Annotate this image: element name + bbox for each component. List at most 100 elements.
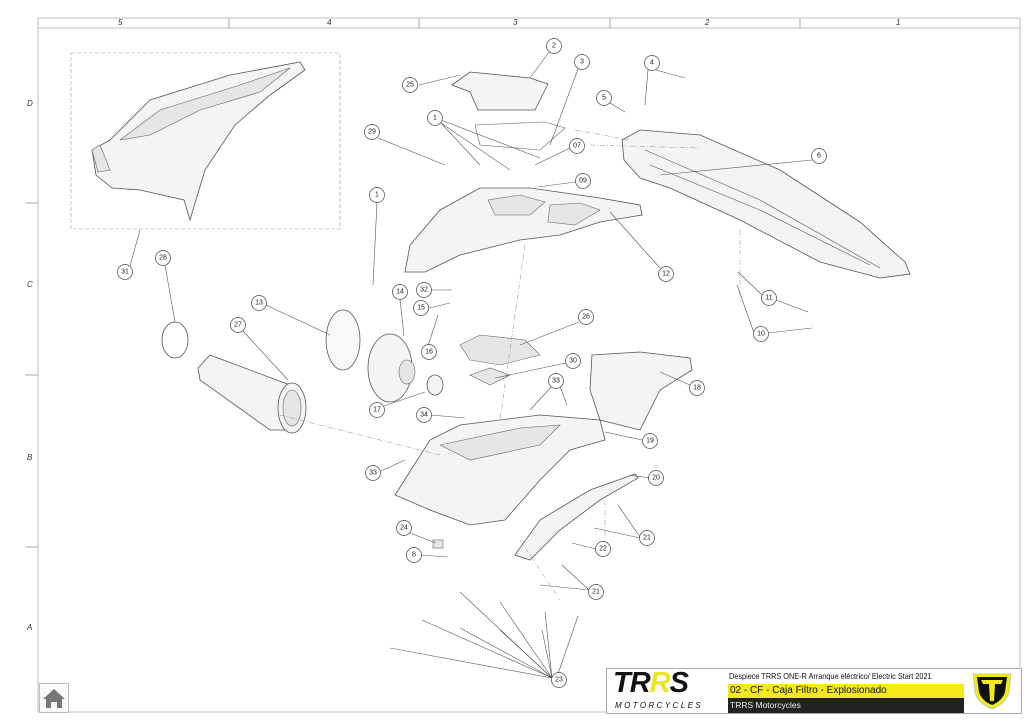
callout-32: 32 [416, 282, 432, 298]
callout-number: 07 [573, 143, 581, 150]
callout-circle [117, 264, 133, 280]
callout-circle [588, 584, 604, 600]
callout-circle [595, 541, 611, 557]
trrs-shield-icon [972, 673, 1012, 710]
callout-circle [578, 309, 594, 325]
callout-circle [753, 326, 769, 342]
callout-circle [230, 317, 246, 333]
callout-circle [155, 250, 171, 266]
part-27 [197, 354, 307, 434]
callout-circle [402, 77, 418, 93]
trrs-logo: TRRS MOTORCYCLES [607, 669, 727, 713]
part-2 [451, 71, 549, 111]
callout-circle [421, 344, 437, 360]
callout-circle [548, 373, 564, 389]
callout-13: 13 [251, 295, 267, 311]
callout-number: 20 [652, 475, 660, 482]
callout-07: 07 [569, 138, 585, 154]
part-24 [432, 539, 444, 549]
callout-number: 1 [433, 115, 437, 122]
callout-circle [596, 90, 612, 106]
callout-09: 09 [575, 173, 591, 189]
callout-8: 8 [406, 547, 422, 563]
callout-34: 34 [416, 407, 432, 423]
callout-number: 29 [368, 129, 376, 136]
callout-19: 19 [642, 433, 658, 449]
callout-30: 30 [565, 353, 581, 369]
callout-circle [574, 54, 590, 70]
callout-20: 20 [648, 470, 664, 486]
callout-number: 1 [375, 192, 379, 199]
callout-12: 12 [658, 266, 674, 282]
callout-number: 33 [369, 470, 377, 477]
callout-1: 1 [427, 110, 443, 126]
callout-5: 5 [596, 90, 612, 106]
part-26 [459, 334, 541, 366]
sheet-title: 02 - CF - Caja Filtro - Explosionado [728, 684, 964, 698]
callout-17: 17 [369, 402, 385, 418]
part-19 [394, 414, 606, 526]
home-icon [43, 689, 65, 708]
grid-column-label: 3 [513, 18, 518, 27]
callout-circle [396, 520, 412, 536]
callout-25: 25 [402, 77, 418, 93]
callout-number: 09 [579, 178, 587, 185]
callout-circle [644, 55, 660, 71]
callout-10: 10 [753, 326, 769, 342]
callout-27: 27 [230, 317, 246, 333]
callout-11: 11 [761, 290, 777, 306]
part-20 [514, 473, 639, 561]
callout-number: 22 [599, 546, 607, 553]
callout-number: 33 [552, 378, 560, 385]
callout-circle [406, 547, 422, 563]
callout-number: 4 [650, 60, 654, 67]
callout-number: 23 [555, 677, 563, 684]
callout-number: 13 [255, 300, 263, 307]
leader-lines [129, 51, 813, 679]
callout-circle [648, 470, 664, 486]
callout-number: 11 [765, 295, 772, 302]
part-17 [426, 374, 444, 396]
part-30 [469, 367, 511, 386]
callout-number: 27 [234, 322, 242, 329]
callout-number: 15 [417, 305, 425, 312]
callout-circle [761, 290, 777, 306]
callout-3: 3 [574, 54, 590, 70]
part-31-inset [91, 61, 306, 222]
home-button[interactable] [39, 683, 69, 713]
callout-33: 33 [365, 465, 381, 481]
callout-26: 26 [578, 309, 594, 325]
callout-21: 21 [588, 584, 604, 600]
callout-circle [364, 124, 380, 140]
callout-number: 21 [643, 535, 651, 542]
callout-16: 16 [421, 344, 437, 360]
grid-row-label: D [27, 99, 33, 108]
company-name: TRRS Motorcycles [728, 698, 964, 713]
part-18 [589, 351, 693, 431]
callout-number: 26 [582, 314, 590, 321]
part-28 [161, 321, 189, 359]
callout-33: 33 [548, 373, 564, 389]
part-3 [474, 121, 566, 151]
callout-number: 18 [693, 385, 701, 392]
grid-column-label: 4 [327, 18, 332, 27]
inset-frame [70, 52, 341, 230]
callout-circle [416, 282, 432, 298]
logo-text: S [669, 669, 689, 699]
callout-number: 16 [425, 349, 433, 356]
callout-1: 1 [369, 187, 385, 203]
callout-21: 21 [639, 530, 655, 546]
callout-circle [575, 173, 591, 189]
callout-24: 24 [396, 520, 412, 536]
callout-23: 23 [551, 672, 567, 688]
callout-number: 30 [569, 358, 577, 365]
callout-number: 24 [400, 525, 408, 532]
grid-row-label: A [26, 623, 32, 632]
grid-column-label: 5 [118, 18, 123, 27]
callout-circle [392, 284, 408, 300]
logo-text-accent: R [649, 669, 671, 699]
grid-column-label: 1 [896, 18, 900, 27]
grid-row-label: C [27, 280, 33, 289]
callout-4: 4 [644, 55, 660, 71]
callout-circle [689, 380, 705, 396]
